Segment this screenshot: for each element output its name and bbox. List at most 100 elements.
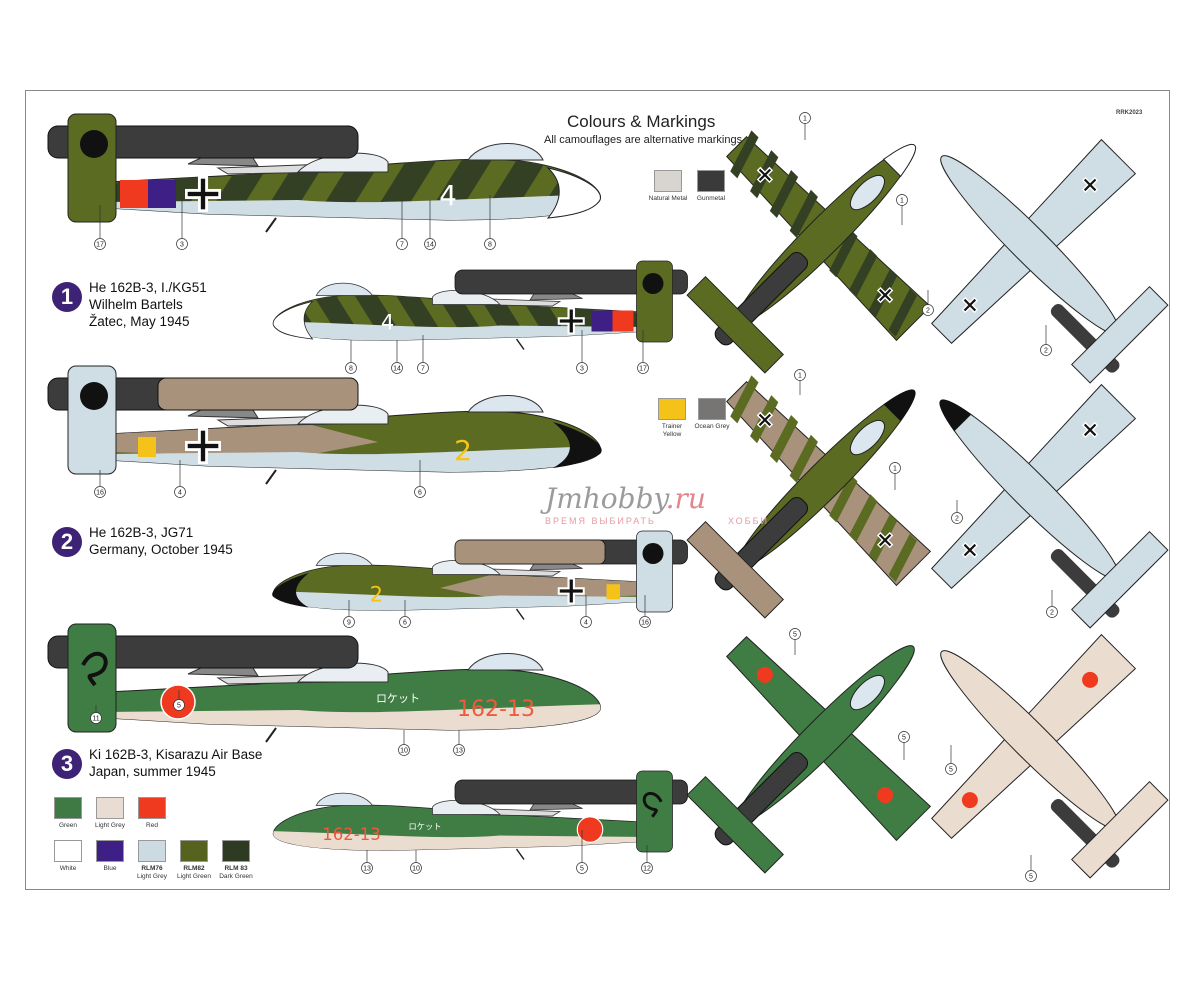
nose-marking — [939, 399, 972, 432]
fuselage-paint — [273, 574, 643, 611]
tailplane — [1071, 531, 1169, 629]
fuselage-underside — [273, 591, 643, 611]
camo-stripe — [769, 414, 799, 464]
color-code: RLM82 — [183, 865, 205, 872]
blue-band — [148, 180, 176, 208]
callout-marker — [410, 862, 422, 874]
color-code: RLM 83 — [224, 865, 248, 872]
nose-black-band — [272, 573, 309, 608]
dorsal-canopy — [432, 559, 501, 575]
tail-disc — [80, 382, 108, 410]
callout-marker — [896, 194, 908, 206]
camo-stripe — [789, 189, 818, 238]
callout-number: 17 — [639, 366, 647, 373]
callout-number: 5 — [793, 632, 797, 639]
landing-gear — [515, 848, 525, 860]
callout-number: 2 — [1044, 348, 1048, 355]
callout-marker — [90, 712, 102, 724]
callout-number: 13 — [363, 866, 371, 873]
sheet-code: RRK2023 — [1116, 110, 1143, 116]
scheme-1-aircraft: He 162B-3, I./KG51 — [89, 280, 207, 295]
scheme-3-label: 3 Ki 162B-3, Kisarazu Air Base Japan, su… — [52, 746, 262, 780]
callout-number: 10 — [400, 748, 408, 755]
swatch-trainer-yellow: Trainer Yellow — [652, 398, 692, 439]
side-view-scheme-1: 4 — [47, 113, 601, 233]
color-chip — [138, 840, 166, 862]
callout-marker — [174, 486, 186, 498]
balkenkreuz-marking — [1083, 423, 1097, 437]
callout-number: 17 — [96, 242, 104, 249]
nose-white — [546, 167, 601, 219]
color-name: Light Grey — [137, 873, 167, 880]
tail-disc — [642, 273, 664, 294]
landing-gear — [515, 608, 525, 620]
swatch-blue: Blue — [90, 840, 130, 873]
fuselage-paint — [108, 424, 601, 472]
camo-stripe — [849, 494, 878, 543]
callout-number: 2 — [955, 516, 959, 523]
callout-marker — [94, 486, 106, 498]
callout-number: 7 — [400, 242, 404, 249]
tailplane — [686, 521, 784, 619]
tailplane — [1071, 286, 1169, 384]
callout-marker — [398, 744, 410, 756]
fuselage-underside — [108, 446, 601, 472]
sheet-frame — [25, 90, 1170, 890]
camo-stripe — [789, 434, 818, 483]
cockpit-canopy — [315, 792, 374, 806]
scheme-1-place: Žatec, May 1945 — [89, 314, 190, 329]
aircraft-code: 2 — [370, 583, 383, 607]
camo-stripe — [730, 375, 759, 424]
hinomaru — [756, 666, 773, 683]
balkenkreuz-marking — [569, 579, 573, 603]
callout-number: 1 — [893, 466, 897, 473]
scheme-3-aircraft: Ki 162B-3, Kisarazu Air Base — [89, 747, 263, 762]
balkenkreuz-marking — [758, 413, 772, 427]
nose-marking — [883, 389, 916, 422]
callout-number: 8 — [349, 366, 353, 373]
color-name: Dark Green — [219, 873, 253, 880]
color-name: Natural Metal — [648, 195, 688, 202]
balkenkreuz-marking — [878, 288, 892, 302]
aircraft-code: 4 — [439, 179, 457, 212]
callout-number: 11 — [92, 716, 99, 723]
scheme-number-badge: 2 — [52, 527, 82, 557]
callout-number: 5 — [580, 866, 584, 873]
color-name: Ocean Grey — [694, 423, 730, 430]
scheme-number-badge: 1 — [52, 282, 82, 312]
dorsal-canopy — [432, 289, 501, 305]
watermark-brand: Jmhobby — [545, 482, 666, 515]
nose-marking — [882, 143, 917, 178]
bottom-view-scheme-1 — [931, 138, 1169, 384]
fuselage-paint — [108, 159, 601, 220]
fuselage-underside — [108, 194, 601, 220]
scheme-1-pilot: Wilhelm Bartels — [89, 297, 183, 312]
callout-number: 16 — [96, 490, 104, 497]
swatch-natural-metal: Natural Metal — [648, 170, 688, 203]
color-chip — [54, 797, 82, 819]
page-title: Colours & Markings — [567, 112, 716, 131]
cockpit-canopy — [849, 174, 886, 211]
swatch-white: White — [48, 840, 88, 873]
callout-number: 2 — [1050, 610, 1054, 617]
tail-disc — [80, 130, 108, 158]
balkenkreuz-marking — [878, 533, 892, 547]
landing-gear — [265, 469, 277, 485]
scheme-number-badge: 3 — [52, 749, 82, 779]
top-view-scheme-3 — [686, 636, 932, 874]
color-chip — [54, 840, 82, 862]
tailplane — [686, 776, 784, 874]
color-chip — [658, 398, 686, 420]
callout-number: 4 — [584, 620, 588, 627]
cockpit-canopy — [467, 653, 544, 671]
callout-marker — [951, 512, 963, 524]
camo-patch — [440, 574, 643, 600]
color-chip — [697, 170, 725, 192]
katakana-marking: ロケット — [409, 822, 442, 832]
cockpit-canopy — [467, 143, 544, 161]
callout-number: 14 — [426, 242, 434, 249]
yellow-band — [606, 584, 620, 600]
callout-marker — [576, 862, 588, 874]
